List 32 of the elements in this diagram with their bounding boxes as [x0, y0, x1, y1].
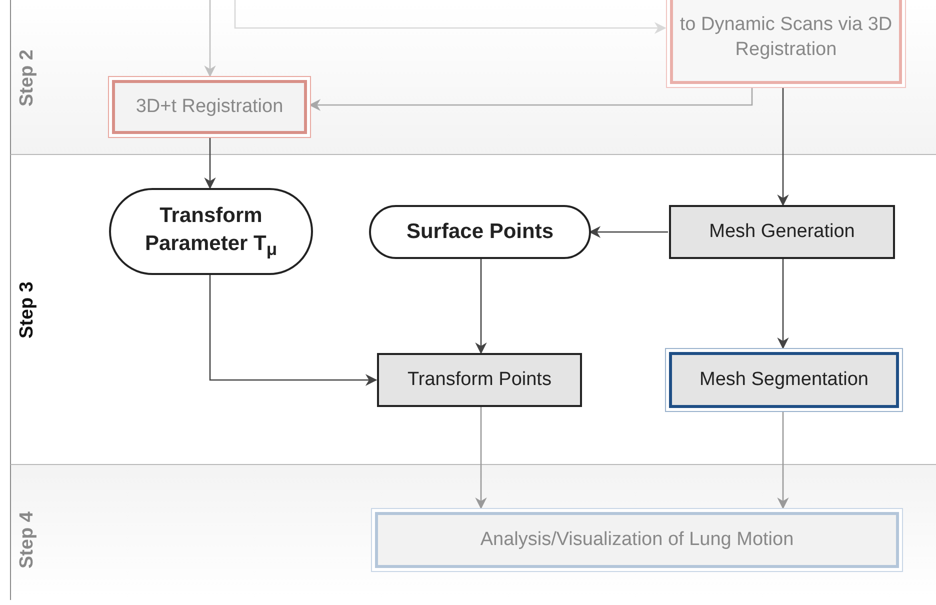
node-label: Analysis/Visualization of Lung Motion [479, 528, 795, 552]
swimlane-band [10, 155, 936, 465]
lane-label: Step 4 [16, 511, 39, 569]
arrow [204, 0, 216, 78]
arrow [475, 259, 487, 354]
node-label: Transform Points [406, 368, 552, 392]
node-label: Mesh Segmentation [698, 368, 870, 392]
lane-label: Step 3 [16, 281, 39, 339]
lane-label: Step 2 [16, 49, 39, 107]
process-box [669, 205, 895, 259]
process-box [377, 353, 582, 407]
process-box [371, 508, 903, 572]
node-label: to Dynamic Scans via 3D Registration [678, 13, 894, 62]
arrow [204, 138, 216, 190]
swimlane-band [10, 0, 936, 155]
arrow [777, 412, 789, 510]
swimlane-band [10, 465, 936, 600]
arrow [234, 0, 666, 34]
process-box [108, 76, 311, 138]
node-label: 3D+t Registration [134, 94, 284, 119]
arrow [777, 88, 789, 206]
process-box [666, 0, 906, 88]
arrow [308, 88, 753, 111]
rounded-node [369, 205, 591, 259]
arrow [475, 407, 487, 510]
arrow [209, 275, 378, 386]
arrow [588, 226, 668, 238]
process-box [665, 348, 903, 412]
arrow [777, 259, 789, 350]
node-label: Mesh Generation [708, 220, 856, 244]
node-label: Transform Parameter T$_{μ}$ [144, 203, 278, 261]
node-label: Surface Points [405, 219, 555, 246]
